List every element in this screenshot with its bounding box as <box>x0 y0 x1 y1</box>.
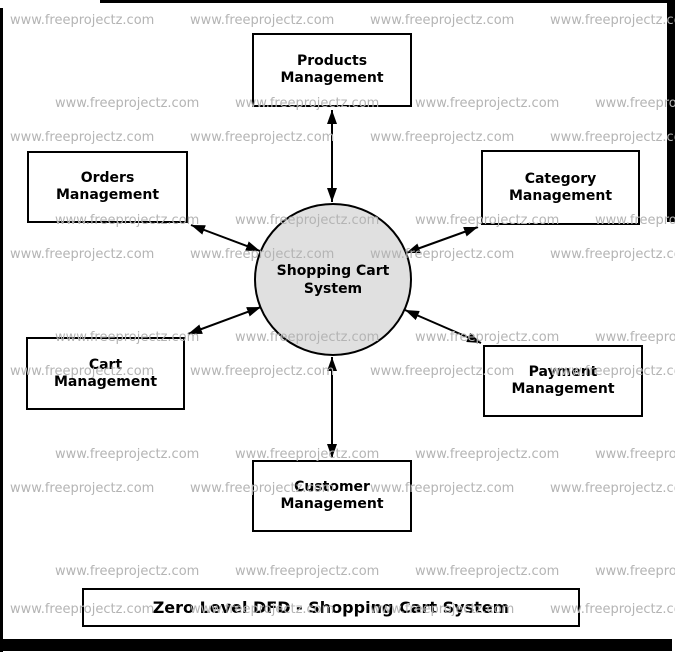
border-left <box>0 8 3 652</box>
border-bottom <box>3 639 672 651</box>
entity-payment-management: Payment Management <box>483 345 643 417</box>
flow-orders-process <box>190 224 261 252</box>
entity-orders-management: Orders Management <box>27 151 188 223</box>
entity-cart-management: Cart Management <box>26 337 185 410</box>
flow-category-process <box>405 226 479 254</box>
flow-payment-process <box>404 309 482 344</box>
process-label: Shopping Cart System <box>276 262 390 297</box>
entity-customer-management: Customer Management <box>252 460 412 532</box>
entity-category-management: Category Management <box>481 150 640 225</box>
border-right <box>667 0 675 222</box>
process-circle <box>254 203 412 356</box>
border-top <box>100 0 675 3</box>
flow-cart-process <box>187 306 262 335</box>
diagram-caption: Zero Level DFD - Shopping Cart System <box>82 588 580 627</box>
entity-products-management: Products Management <box>252 33 412 107</box>
